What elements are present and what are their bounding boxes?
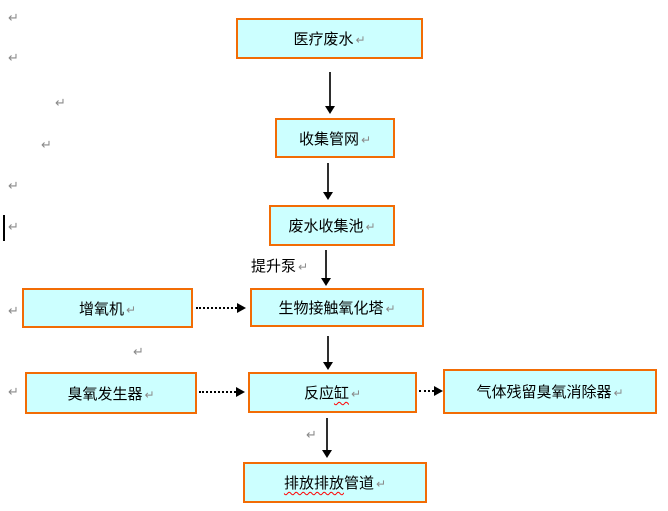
node-text: 管道 [343, 474, 374, 492]
connector-aerator-to-tower-dotted-arrow[interactable] [196, 303, 246, 313]
connector-tank-to-eliminator-dotted-arrow[interactable] [419, 386, 443, 396]
node-label: 反应缸↵ [304, 382, 361, 403]
paragraph-mark-icon: ↵ [360, 132, 372, 147]
node-ozone-generator[interactable]: 臭氧发生器↵ [25, 372, 197, 414]
connector-pool-to-tower-arrow[interactable] [321, 250, 331, 286]
paragraph-mark-icon: ↵ [41, 138, 52, 153]
node-label: 臭氧发生器↵ [67, 383, 154, 404]
node-collection-network[interactable]: 收集管网↵ [275, 118, 395, 158]
connector-network-to-pool-arrow[interactable] [323, 163, 333, 200]
arrowhead-right-icon [237, 303, 246, 313]
lift-pump-label: 提升泵↵ [251, 255, 308, 276]
node-text: 废水收集池 [288, 217, 364, 235]
node-label: 排放排放管道↵ [284, 472, 386, 493]
paragraph-mark-icon: ↵ [355, 33, 366, 47]
paragraph-mark-icon: ↵ [8, 385, 19, 400]
node-reaction-tank[interactable]: 反应缸↵ [248, 372, 417, 413]
connector-tank-to-pipe-arrow[interactable] [322, 418, 332, 458]
node-label: 废水收集池↵ [288, 215, 375, 236]
text-cursor [3, 215, 5, 241]
node-label: 收集管网↵ [299, 128, 371, 149]
node-text-misspelled: 缸 [333, 384, 349, 402]
node-medical-wastewater[interactable]: 医疗废水↵ [236, 18, 423, 59]
node-gas-residual-ozone-eliminator[interactable]: 气体残留臭氧消除器↵ [443, 369, 657, 414]
paragraph-mark-icon: ↵ [298, 260, 309, 274]
paragraph-mark-icon: ↵ [375, 477, 387, 491]
node-wastewater-collection-pool[interactable]: 废水收集池↵ [269, 205, 395, 246]
paragraph-mark-icon: ↵ [55, 96, 66, 111]
node-text: 臭氧发生器 [67, 384, 143, 403]
connector-tower-to-tank-arrow[interactable] [323, 336, 333, 370]
paragraph-mark-icon: ↵ [365, 220, 376, 234]
arrowhead-right-icon [236, 387, 245, 397]
arrowhead-down-icon [321, 278, 331, 286]
node-text: 生物接触氧化塔 [278, 299, 384, 317]
paragraph-mark-icon: ↵ [133, 345, 144, 360]
arrowhead-right-icon [434, 386, 443, 396]
paragraph-mark-icon: ↵ [8, 220, 19, 235]
paragraph-mark-icon: ↵ [8, 179, 19, 194]
paragraph-mark-icon: ↵ [613, 386, 624, 400]
paragraph-mark-icon: ↵ [8, 304, 19, 319]
node-label: 增氧机↵ [79, 298, 136, 319]
node-label: 医疗废水↵ [293, 28, 365, 49]
node-text: 增氧机 [78, 299, 124, 318]
paragraph-mark-icon: ↵ [306, 428, 317, 443]
paragraph-mark-icon: ↵ [350, 387, 362, 401]
node-label: 生物接触氧化塔↵ [278, 297, 395, 318]
paragraph-mark-icon: ↵ [144, 387, 155, 402]
connector-ozone-to-tank-dotted-arrow[interactable] [199, 387, 245, 397]
node-label: 气体残留臭氧消除器↵ [476, 381, 623, 402]
node-aerator[interactable]: 增氧机↵ [22, 288, 193, 328]
lift-pump-text: 提升泵 [251, 257, 297, 275]
arrowhead-down-icon [323, 192, 333, 200]
connector-medical-to-network-arrow[interactable] [325, 72, 335, 114]
node-text: 反应 [303, 384, 334, 402]
arrowhead-down-icon [322, 450, 332, 458]
node-text: 医疗废水 [293, 30, 354, 48]
node-text: 气体残留臭氧消除器 [476, 383, 612, 401]
paragraph-mark-icon: ↵ [385, 302, 396, 316]
paragraph-mark-icon: ↵ [8, 51, 19, 66]
node-text: 收集管网 [298, 129, 359, 148]
arrowhead-down-icon [325, 106, 335, 114]
node-bio-contact-oxidation-tower[interactable]: 生物接触氧化塔↵ [250, 288, 424, 327]
paragraph-mark-icon: ↵ [125, 302, 137, 317]
node-discharge-pipe[interactable]: 排放排放管道↵ [243, 462, 427, 503]
node-text-misspelled: 排放排放 [283, 474, 344, 492]
arrowhead-down-icon [323, 362, 333, 370]
paragraph-mark-icon: ↵ [8, 11, 19, 26]
